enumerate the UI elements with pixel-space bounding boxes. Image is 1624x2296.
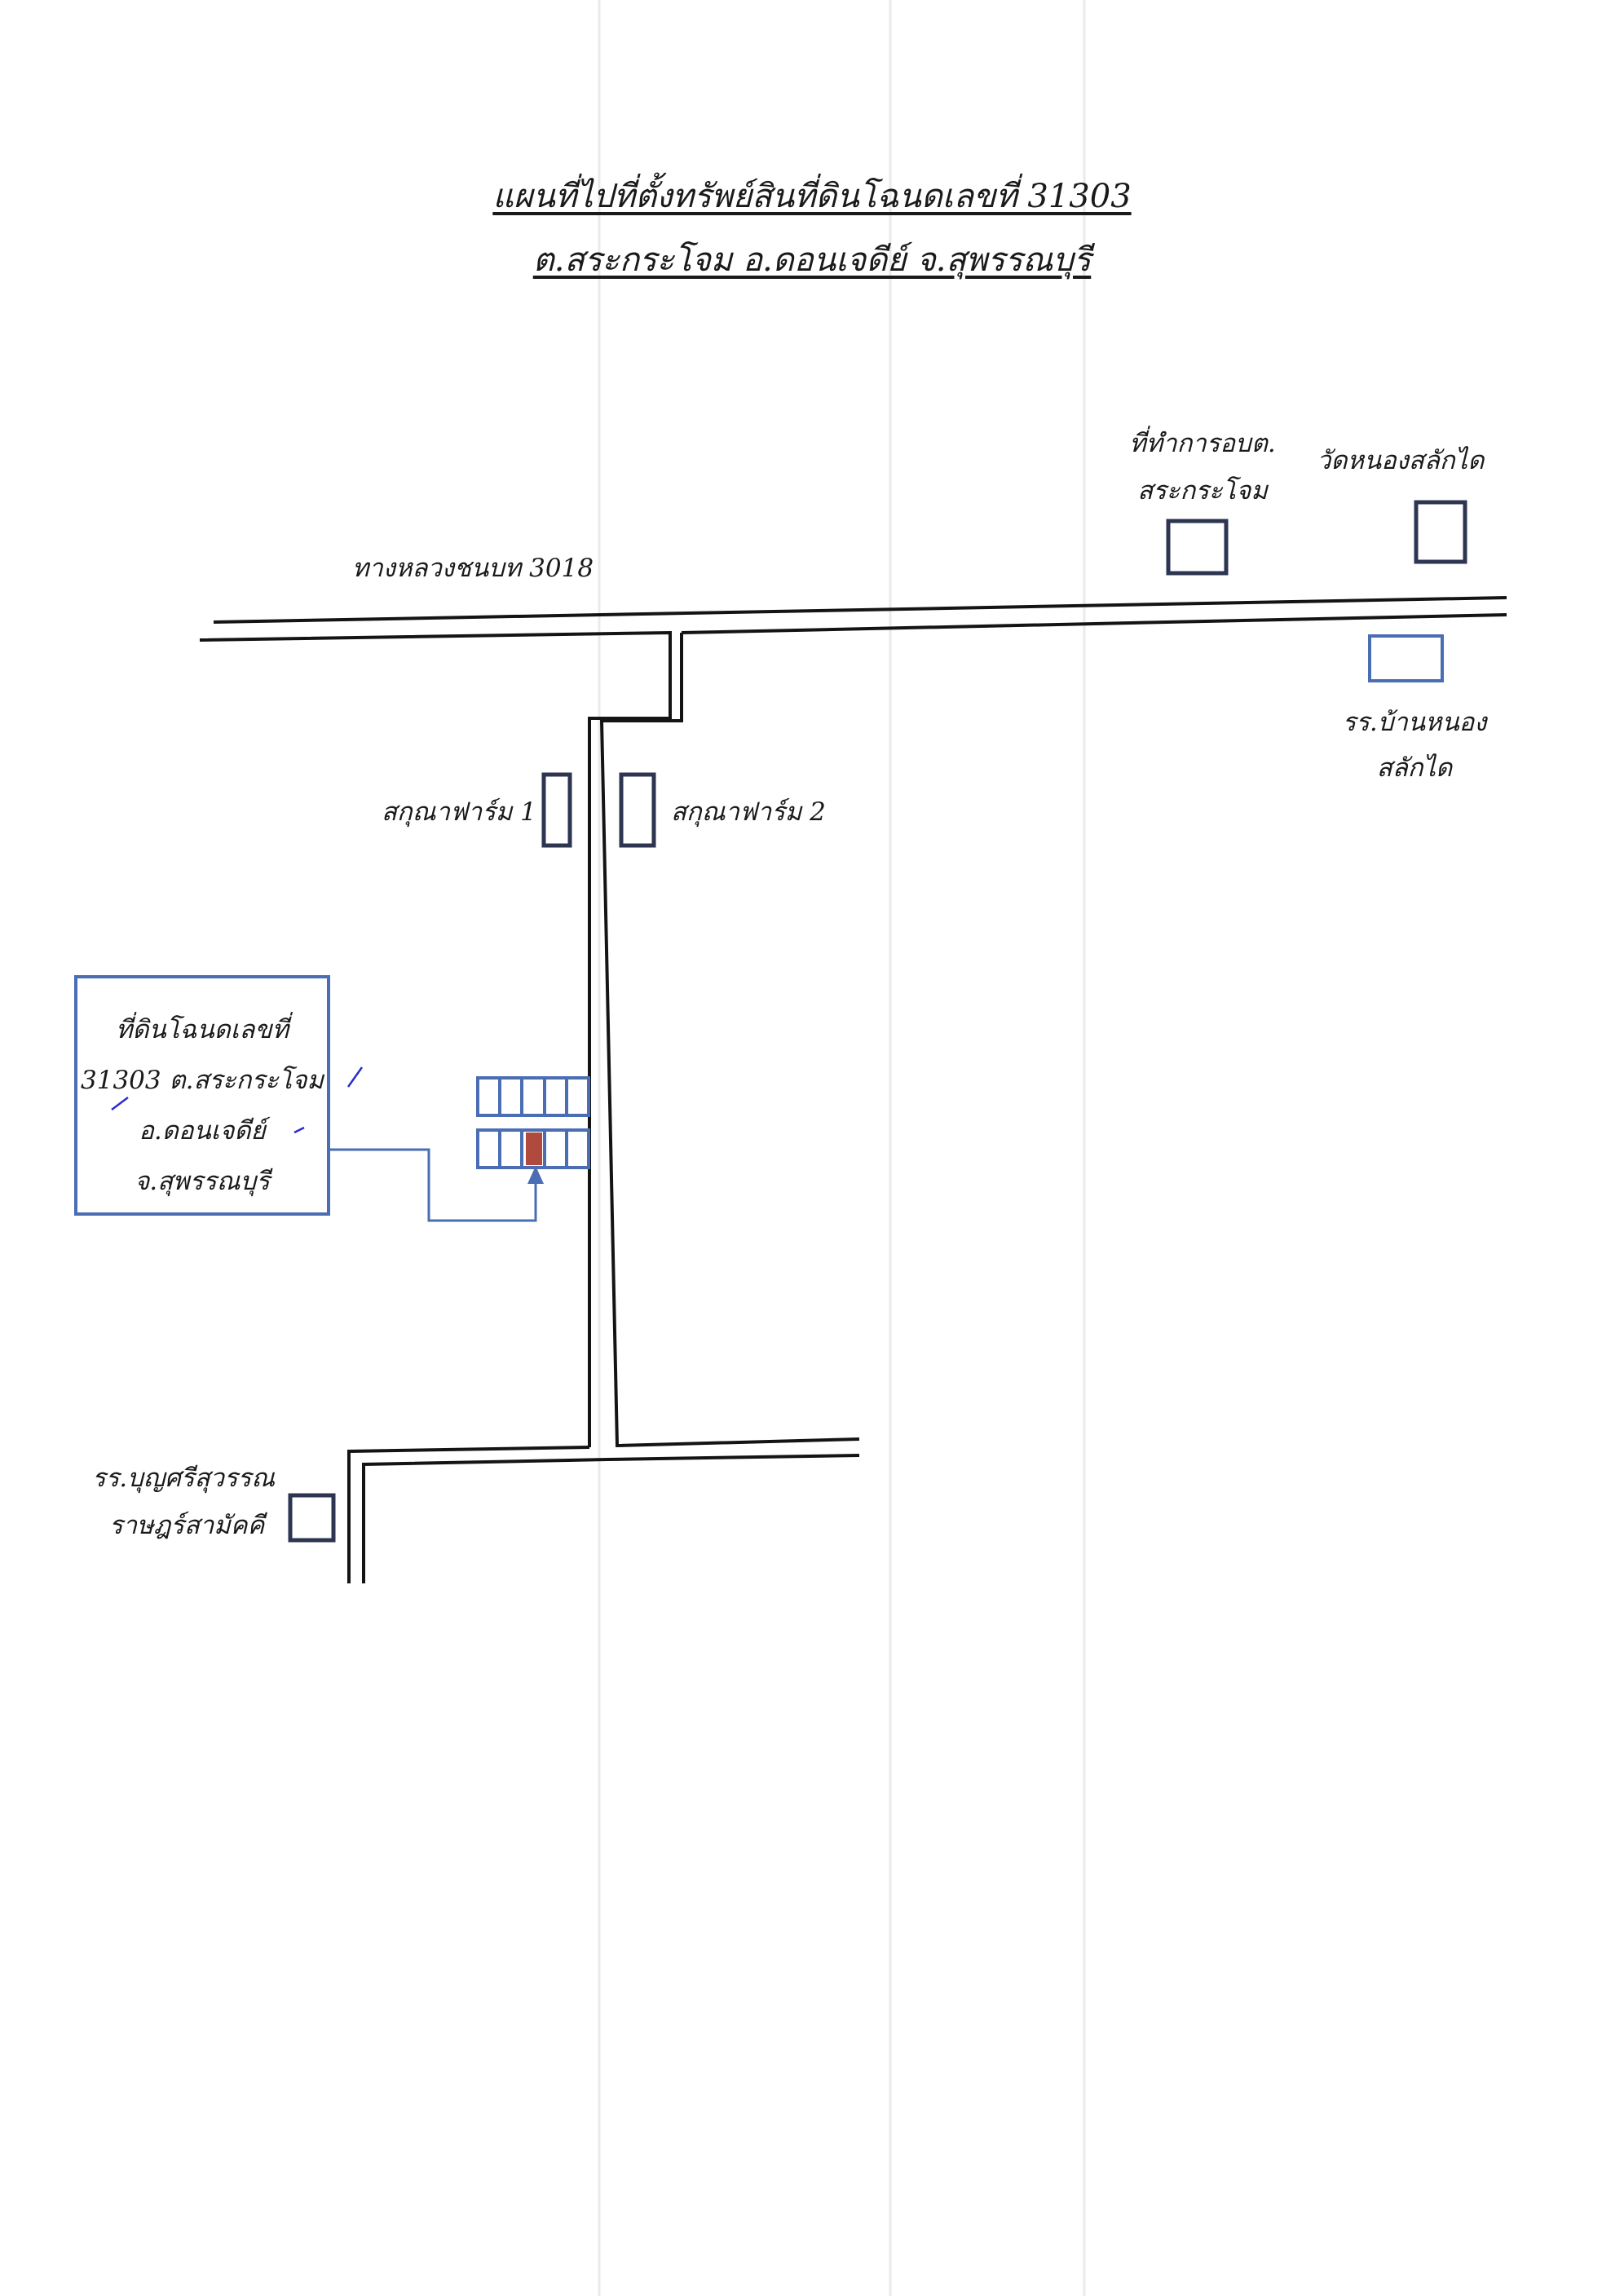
highway-label: ทางหลวงชนบท 3018 <box>352 554 594 583</box>
school-north-building <box>1368 634 1444 682</box>
farm1-label: สกุณาฟาร์ม 1 <box>382 797 536 827</box>
temple-building <box>1414 500 1467 564</box>
school-north-label: สลักได <box>1376 753 1453 783</box>
property-callout-text: อ.ดอนเจดีย์ <box>139 1116 266 1146</box>
temple-label: วัดหนองสลักได <box>1317 446 1485 475</box>
paper-fold-line <box>598 0 601 2296</box>
map-title: แผนที่ไปที่ตั้งทรัพย์สินที่ดินโฉนดเลขที่… <box>492 178 1132 215</box>
sao-office-label: ที่ทำการอบต. <box>1129 429 1276 458</box>
property-callout-box <box>74 975 330 1216</box>
property-callout-text: จ.สุพรรณบุรี <box>135 1167 270 1196</box>
sao-office-label: สระกระโจม <box>1137 476 1268 506</box>
farm2-label: สกุณาฟาร์ม 2 <box>671 797 826 827</box>
parcel-row-upper <box>476 1076 590 1117</box>
side-road <box>347 633 860 1583</box>
parcel-row-lower <box>476 1128 590 1169</box>
school-south-label: ราษฎร์สามัคคี <box>109 1511 265 1540</box>
school-south-label: รร.บุญศรีสุวรรณ <box>92 1464 275 1493</box>
sao-office-building <box>1166 519 1229 576</box>
paper-fold-line <box>1083 0 1086 2296</box>
pointer-arrow <box>330 1148 544 1222</box>
school-south-building <box>288 1493 336 1543</box>
highway-3018 <box>199 596 1507 1447</box>
farm2-building <box>619 772 656 848</box>
target-parcel-31303 <box>526 1133 542 1165</box>
school-north-label: รร.บ้านหนอง <box>1342 708 1487 737</box>
paper-fold-line <box>889 0 892 2296</box>
farm1-building <box>541 772 572 848</box>
pen-tick-marks <box>111 1066 364 1134</box>
property-callout-text: ที่ดินโฉนดเลขที่ <box>115 1015 289 1044</box>
property-callout-text: 31303 ต.สระกระโจม <box>81 1066 324 1095</box>
map-subtitle: ต.สระกระโจม อ.ดอนเจดีย์ จ.สุพรรณบุรี <box>532 241 1092 279</box>
